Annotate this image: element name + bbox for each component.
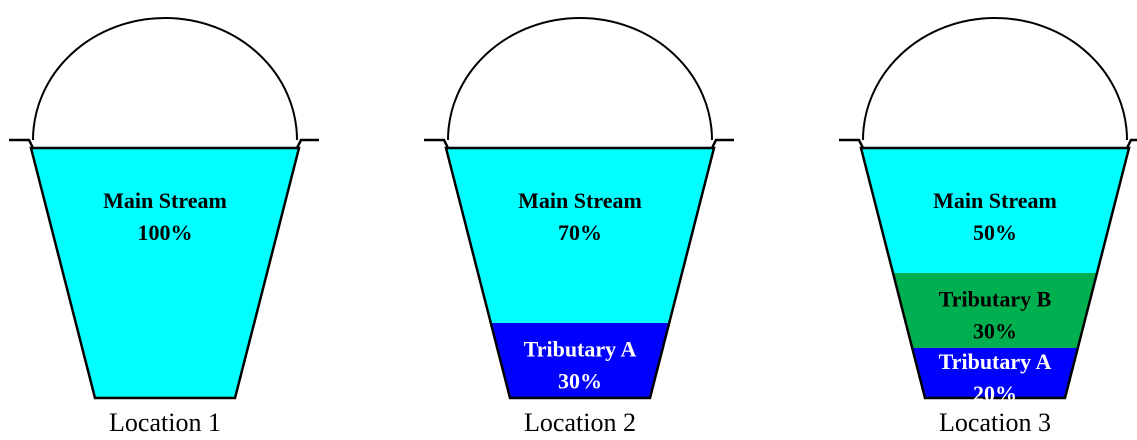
main-stream-label: Main Stream [933,188,1057,213]
bucket-handle [32,17,298,141]
layer-main-stream [861,148,1129,273]
bucket-rim-left [9,138,35,149]
main-stream-percent: 50% [973,220,1017,245]
layer-tributary-b [893,273,1097,348]
tributary-a-label: Tributary A [939,349,1052,374]
location-label: Location 1 [109,408,221,437]
bucket-rim-left [839,138,865,149]
bucket-handle [862,17,1128,141]
tributary-b-percent: 30% [973,319,1017,344]
main-stream-label: Main Stream [103,188,227,213]
layer-main-stream [31,148,299,398]
bucket-location-2: Main Stream 70% Tributary A 30% Location 2 [424,17,734,437]
location-label: Location 2 [524,408,636,437]
tributary-a-percent: 20% [973,381,1017,406]
bucket-rim-right [710,138,734,149]
bucket-handle [447,17,713,141]
layer-tributary-a [912,348,1078,398]
bucket-rim-right [1125,138,1137,149]
layer-tributary-a [490,323,670,398]
bucket-outline [444,146,716,400]
tributary-a-label: Tributary A [524,337,637,362]
bucket-outline [859,146,1131,400]
tributary-a-percent: 30% [558,369,602,394]
bucket-rim-right [295,138,319,149]
bucket-location-1: Main Stream 100% Location 1 [9,17,319,437]
main-stream-percent: 100% [138,220,193,245]
bucket-outline [29,146,301,400]
bucket-location-3: Main Stream 50% Tributary B 30% Tributary A 2… [839,17,1137,437]
tributary-b-label: Tributary B [939,287,1052,312]
main-stream-percent: 70% [558,220,602,245]
location-label: Location 3 [939,408,1051,437]
main-stream-label: Main Stream [518,188,642,213]
bucket-rim-left [424,138,450,149]
layer-main-stream [446,148,714,323]
